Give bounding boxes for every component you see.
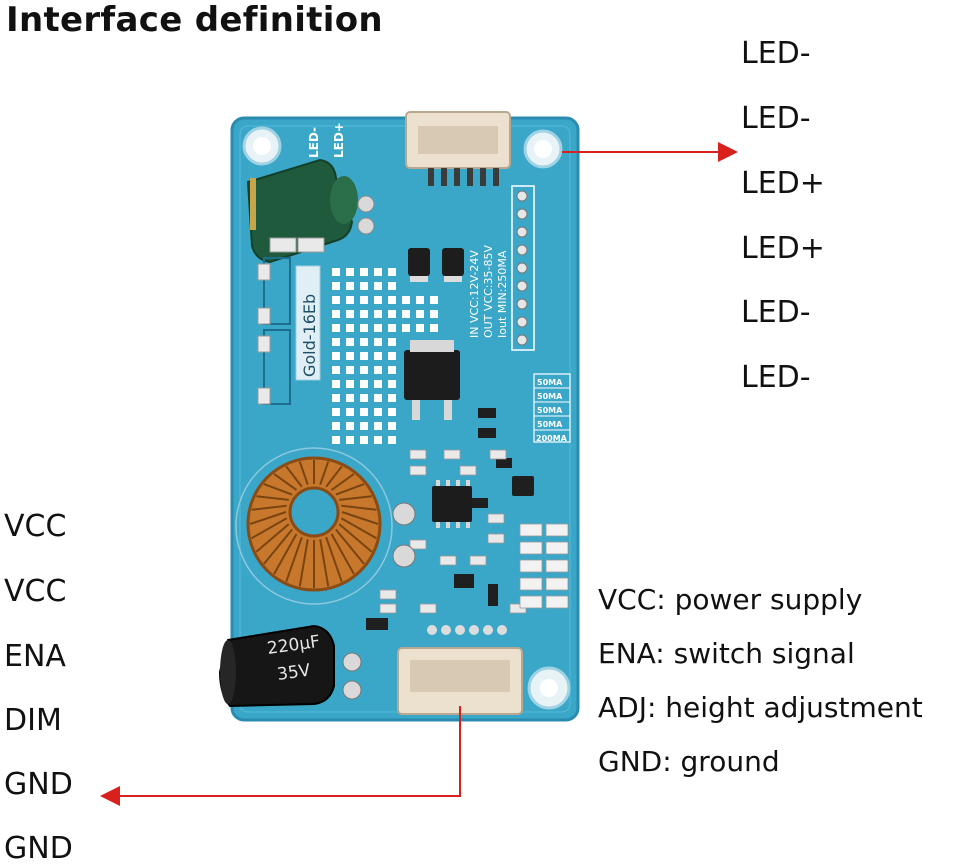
input-pin-1: VCC [4,509,67,544]
mosfet [404,340,460,420]
capacitor-top [246,158,375,264]
input-pin-6: GND [4,831,73,866]
output-pin-4: LED+ [741,231,825,266]
svg-text:50MA: 50MA [537,378,563,387]
output-pin-5: LED- [741,295,811,330]
svg-text:50MA: 50MA [537,420,563,429]
mounting-hole-top-left [242,126,282,166]
input-arrow [100,706,461,806]
input-pin-2: VCC [4,574,67,609]
svg-text:Gold-16Eb: Gold-16Eb [300,294,319,377]
input-connector [397,625,523,715]
mounting-hole-bottom-right [527,666,571,710]
input-pin-3: ENA [4,639,66,674]
svg-text:IN VCC:12V-24V: IN VCC:12V-24V [468,250,481,338]
controller-ic [432,480,472,528]
definition-adj: ADJ: height adjustment [598,691,923,724]
silk-led-minus: LED- [307,127,321,158]
output-pin-1: LED- [741,36,811,71]
svg-text:OUT VCC:35-85V: OUT VCC:35-85V [482,245,495,338]
definition-gnd: GND: ground [598,745,780,778]
input-pin-4: DIM [4,703,62,738]
output-pin-6: LED- [741,360,811,395]
definition-vcc: VCC: power supply [598,583,863,616]
thermal-pad-grid [332,268,438,444]
spec-silkscreen: IN VCC:12V-24V OUT VCC:35-85V Iout MIN:2… [468,245,509,338]
svg-text:Iout MIN:250MA: Iout MIN:250MA [496,250,509,338]
page-title: Interface definition [6,0,383,40]
led-output-connector [405,111,511,186]
toroid-inductor [235,447,416,605]
side-connector-cn4 [263,257,291,405]
svg-text:35V: 35V [276,660,312,684]
model-label: Gold-16Eb [295,265,321,381]
svg-text:50MA: 50MA [537,406,563,415]
output-pin-2: LED- [741,101,811,136]
silk-led-plus: LED+ [332,122,346,158]
input-pin-5: GND [4,767,73,802]
definition-ena: ENA: switch signal [598,637,855,670]
output-pin-3: LED+ [741,166,825,201]
right-pin-header [511,185,535,351]
mounting-hole-top-right [523,129,563,169]
svg-text:50MA: 50MA [537,392,563,401]
capacitor-bottom: 220µF 35V [218,624,362,708]
svg-text:200MA: 200MA [536,434,568,443]
current-setting-table: 50MA 50MA 50MA 50MA 200MA [533,373,571,443]
